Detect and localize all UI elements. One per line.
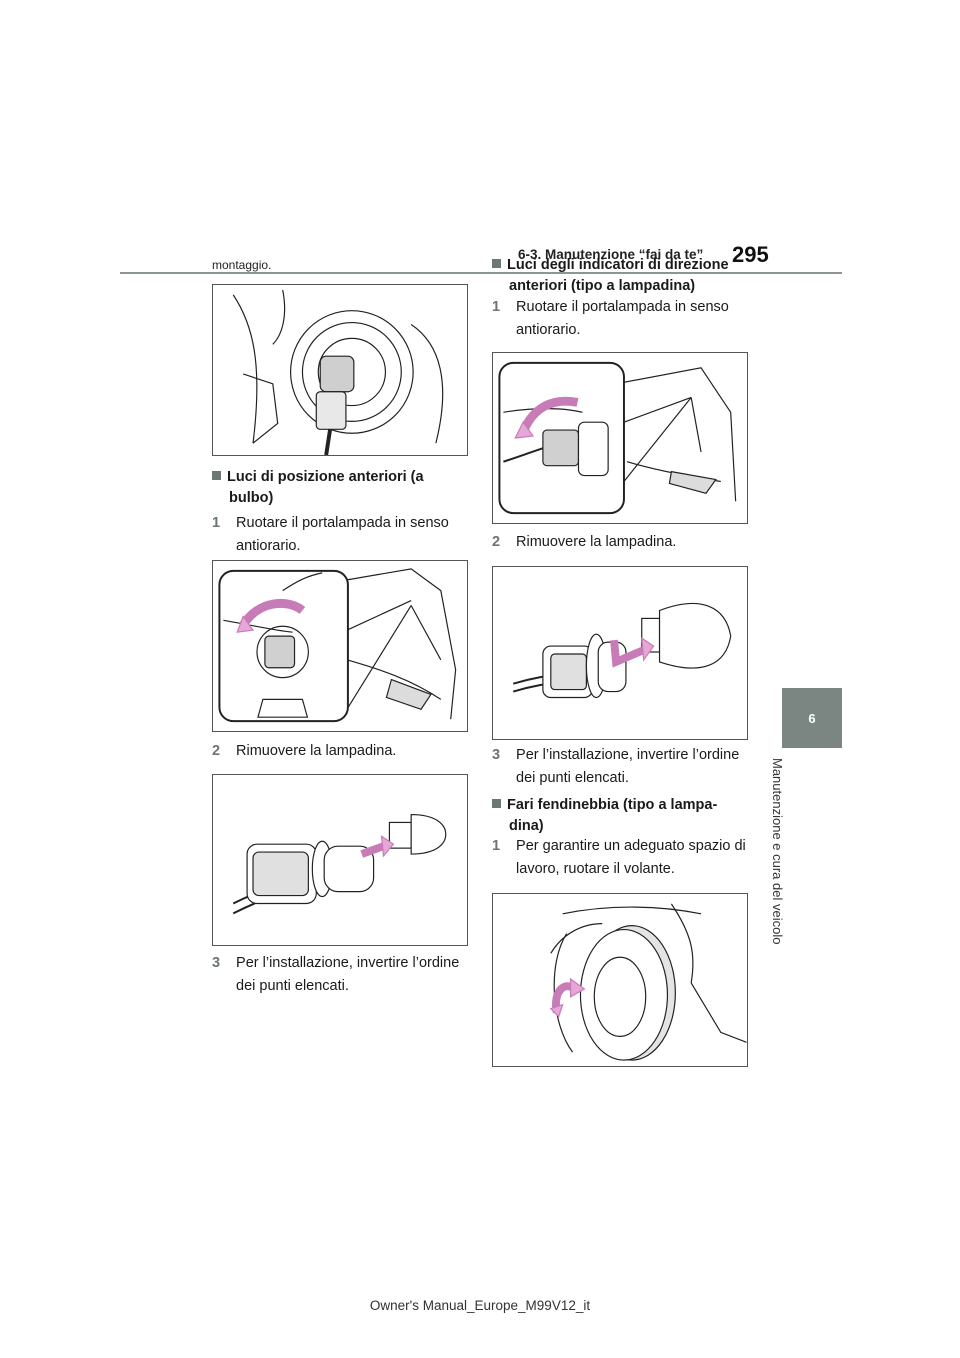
bulb-socket-installation-illustration [212, 284, 468, 456]
step-item: 1 Ruotare il portalampada in senso antio… [212, 515, 449, 554]
section-heading-line2: bulbo) [229, 490, 274, 506]
section-heading: Luci degli indicatori di direzione [492, 254, 729, 276]
footer-manual-id: Owner's Manual_Europe_M99V12_it [369, 1298, 591, 1313]
section-heading: Luci di posizione anteriori (a [212, 466, 424, 488]
continued-text: montaggio. [212, 258, 272, 272]
chapter-label: Manutenzione e cura del veicolo [767, 758, 787, 958]
header-divider [120, 272, 842, 274]
heading-bullet-icon [212, 471, 221, 480]
section-heading: Fari fendinebbia (tipo a lampa- [492, 794, 717, 816]
step-item: 3 Per l’installazione, invertire l’ordin… [212, 955, 460, 994]
steering-wheel-turn-illustration [492, 893, 748, 1067]
turn-signal-socket-rotate-illustration [492, 352, 748, 524]
position-light-bulb-remove-illustration [212, 774, 468, 946]
page-number: 295 [732, 242, 769, 267]
step-item: 1 Ruotare il portalampada in senso antio… [492, 299, 729, 338]
section-heading-line2: dina) [509, 818, 544, 834]
section-title: 6-3. Manutenzione “fai da te” [518, 247, 704, 262]
step-item: 2 Rimuovere la lampadina. [212, 743, 397, 759]
step-item: 1 Per garantire un adeguato spazio di la… [492, 838, 746, 877]
chapter-label-text: Manutenzione e cura del veicolo [770, 758, 785, 945]
heading-bullet-icon [492, 799, 501, 808]
heading-bullet-icon [492, 259, 501, 268]
step-item: 3 Per l’installazione, invertire l’ordin… [492, 747, 740, 786]
turn-signal-bulb-remove-illustration [492, 566, 748, 740]
position-light-socket-rotate-illustration [212, 560, 468, 732]
section-heading-line2: anteriori (tipo a lampadina) [509, 278, 696, 294]
chapter-tab: 6 [782, 688, 842, 748]
step-item: 2 Rimuovere la lampadina. [492, 534, 677, 550]
